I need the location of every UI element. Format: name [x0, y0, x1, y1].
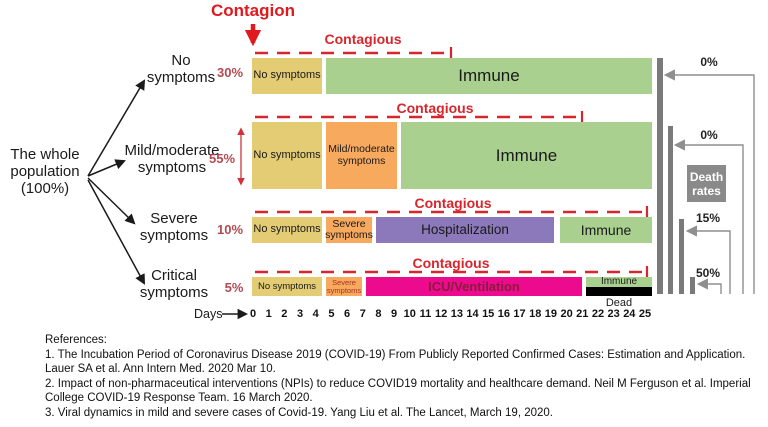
death-rate-bracket-row3 [685, 225, 731, 294]
population-bar-row3 [679, 219, 684, 294]
branch-arrow-severe [87, 177, 136, 225]
day-tick: 14 [466, 308, 479, 320]
contagious-label-row2: Contagious [396, 100, 474, 116]
reference-item: 2. Impact of non-pharmaceutical interven… [45, 377, 751, 405]
day-tick: 12 [435, 308, 448, 320]
contagious-label-row4: Contagious [412, 255, 490, 271]
day-tick: 21 [576, 308, 589, 320]
day-tick: 1 [265, 308, 272, 320]
day-tick: 2 [281, 308, 288, 320]
dead-label: Dead [605, 297, 633, 309]
day-tick: 22 [591, 308, 605, 320]
segment-severe-row3: Severe symptoms [325, 217, 373, 243]
percent-row1: 30% [216, 65, 244, 80]
segment-hospitalization-row3: Hospitalization [376, 217, 554, 243]
death-rate-row4: 50% [695, 266, 721, 280]
days-axis-label: Days [194, 307, 223, 321]
day-tick: 20 [560, 308, 573, 320]
population-bar-row1 [657, 58, 663, 294]
day-tick: 18 [529, 308, 542, 320]
day-tick: 10 [403, 308, 416, 320]
contagious-label-row1: Contagious [324, 31, 402, 47]
death-rate-row3: 15% [695, 211, 721, 225]
category-severe: Severe symptoms [139, 210, 209, 244]
segment-immune-row2: Immune [401, 122, 652, 189]
population-label: The whole population (100%) [10, 146, 80, 197]
references-block: References: 1. The Incubation Period of … [45, 333, 763, 420]
percent-row4: 5% [224, 280, 244, 295]
reference-item: 1. The Incubation Period of Coronavirus … [45, 348, 746, 376]
day-tick: 17 [513, 308, 526, 320]
death-rate-row2: 0% [700, 128, 718, 142]
segment-no-symptoms-row4: No symptoms [252, 277, 322, 296]
day-tick: 3 [296, 308, 304, 320]
segment-immune-row3: Immune [560, 217, 652, 243]
day-tick: 4 [312, 308, 319, 320]
segment-no-symptoms-row1: No symptoms [252, 58, 322, 94]
death-rate-bracket-row4 [696, 278, 722, 294]
contagion-label: Contagion [210, 1, 296, 20]
population-bar-row4 [690, 277, 695, 294]
day-tick: 15 [482, 308, 495, 320]
death-rate-bracket-row2 [673, 139, 744, 294]
category-mild-moderate: Mild/moderate symptoms [124, 142, 220, 176]
day-tick: 7 [359, 308, 366, 320]
day-tick: 19 [544, 308, 558, 320]
contagious-label-row3: Contagious [414, 195, 492, 211]
segment-no-symptoms-row2: No symptoms [252, 122, 322, 189]
segment-icu-ventilation-row4: ICU/Ventilation [366, 277, 582, 296]
death-rate-row1: 0% [700, 55, 718, 69]
segment-immune-row1: Immune [326, 58, 652, 94]
day-tick: 5 [328, 308, 335, 320]
day-tick: 11 [419, 308, 432, 320]
segment-mild-moderate-row2: Mild/moderate symptoms [326, 122, 397, 189]
day-tick: 0 [249, 308, 257, 320]
branch-arrow-critical [87, 179, 146, 285]
category-critical: Critical symptoms [139, 267, 209, 301]
segment-no-symptoms-row3: No symptoms [252, 217, 322, 243]
percent-row2: 55% [208, 151, 236, 166]
segment-immune-row4: Immune [586, 276, 652, 287]
branch-arrow-mild-moderate [87, 159, 126, 177]
references-title: References: [45, 334, 108, 346]
reference-item: 3. Viral dynamics in mild and severe cas… [45, 406, 553, 419]
day-tick: 16 [497, 308, 510, 320]
percent-row3: 10% [216, 222, 244, 237]
category-no-symptoms: No symptoms [146, 52, 216, 86]
day-tick: 9 [391, 308, 398, 320]
branch-arrow-no-symptoms [87, 79, 146, 177]
death-rate-bracket-row1 [663, 69, 755, 294]
day-tick: 8 [375, 308, 382, 320]
segment-dead-bar-row4 [586, 287, 652, 296]
population-bar-row2 [668, 126, 673, 294]
day-tick: 23 [607, 308, 620, 320]
day-tick: 25 [638, 308, 652, 320]
day-tick: 6 [344, 308, 351, 320]
day-tick: 24 [623, 308, 636, 320]
day-tick: 13 [450, 308, 463, 320]
segment-severe-row4: Severe symptoms [326, 277, 362, 296]
death-rates-box: Death rates [687, 165, 726, 202]
